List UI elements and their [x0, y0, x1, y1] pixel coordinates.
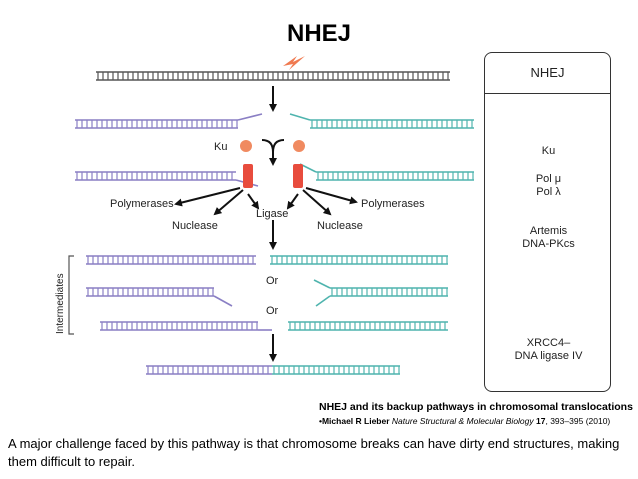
ku-protein-right: [293, 140, 305, 152]
polymerases-label-left: Polymerases: [110, 198, 174, 210]
citation-line: •Michael R Lieber Nature Structural & Mo…: [319, 416, 610, 426]
protein-ligase: XRCC4– DNA ligase IV: [485, 337, 612, 363]
protein-name: DNA ligase IV: [514, 350, 583, 362]
ku-protein-left: [240, 140, 252, 152]
dna-duplex: [86, 255, 256, 265]
dna-duplex: [96, 71, 450, 81]
dna-duplex: [272, 365, 400, 375]
intermediates-bracket: [68, 255, 74, 335]
protein-name: Pol λ: [536, 186, 561, 198]
ligase-label: Ligase: [256, 208, 288, 220]
ssdna-overhang: [289, 113, 311, 121]
nuclease-label-left: Nuclease: [172, 220, 218, 232]
ku-label: Ku: [214, 141, 227, 153]
ssdna-overhang: [237, 113, 263, 121]
dna-duplex: [288, 321, 448, 331]
ssdna-overhang: [315, 295, 331, 307]
intermediates-label: Intermediates: [55, 273, 66, 334]
dna-duplex: [86, 287, 214, 297]
or-label: Or: [266, 305, 279, 317]
dna-duplex: [270, 255, 448, 265]
ssdna-overhang: [213, 295, 233, 307]
dnapk-block-left: [243, 164, 253, 188]
dnapk-block-right: [293, 164, 303, 188]
nuclease-arrow-left: [213, 189, 244, 216]
citation-volume: 17: [536, 416, 546, 426]
slide-title: NHEJ: [286, 20, 352, 47]
dna-strands: [75, 71, 474, 375]
ssdna-overhang: [313, 279, 331, 289]
citation-author: •Michael R Lieber: [319, 416, 390, 426]
dna-duplex: [316, 171, 474, 181]
dna-duplex: [330, 287, 448, 297]
dna-duplex: [75, 171, 236, 181]
citation-year: (2010): [585, 416, 611, 426]
nuclease-label-right: Nuclease: [317, 220, 363, 232]
protein-name: DNA-PKcs: [522, 238, 575, 250]
dna-duplex: [146, 365, 272, 375]
protein-list-box: NHEJ Ku Pol μ Pol λ Artemis DNA-PKcs XRC…: [484, 52, 611, 392]
ligase-arrow-right: [286, 193, 299, 210]
citation-pages: , 393–395: [545, 416, 584, 426]
citation-journal: Nature Structural & Molecular Biology: [391, 416, 534, 426]
ligase-arrow-left: [247, 193, 260, 210]
protein-ku: Ku: [485, 145, 612, 158]
polymerase-arrow-right: [305, 187, 358, 205]
break-bolt-icon: [283, 56, 305, 70]
protein-name: XRCC4–: [526, 337, 571, 349]
citation-title: NHEJ and its backup pathways in chromoso…: [319, 401, 633, 413]
protein-name: Artemis: [529, 225, 568, 237]
slide-caption: A major challenge faced by this pathway …: [8, 436, 620, 469]
protein-polymerases: Pol μ Pol λ: [485, 173, 612, 199]
dna-duplex: [75, 119, 238, 129]
protein-list-header: NHEJ: [485, 53, 610, 94]
protein-artemis: Artemis DNA-PKcs: [485, 225, 612, 251]
polymerase-arrow-left: [174, 187, 241, 207]
dna-duplex: [310, 119, 474, 129]
protein-name: Ku: [541, 145, 556, 157]
dna-duplex: [100, 321, 258, 331]
protein-name: Pol μ: [535, 173, 562, 185]
nuclease-arrow-right: [302, 189, 332, 216]
polymerases-label-right: Polymerases: [361, 198, 425, 210]
or-label: Or: [266, 275, 279, 287]
